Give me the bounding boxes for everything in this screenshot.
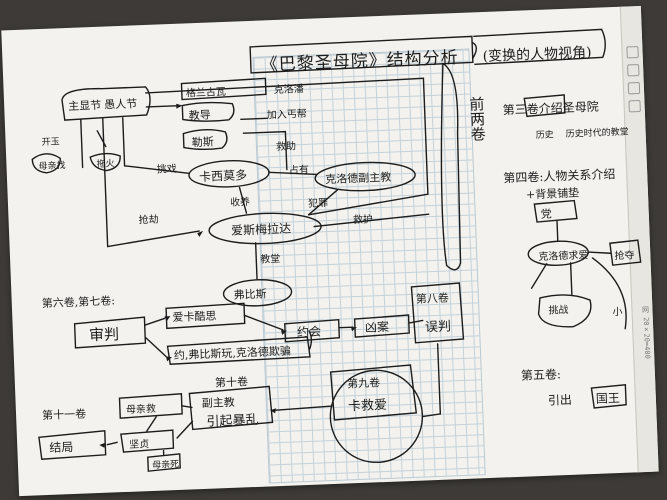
node-guowang: 国王 — [595, 390, 621, 406]
node-muqinsi: 母亲死 — [151, 459, 180, 471]
node-fuzhu: 副主教 — [201, 395, 235, 411]
label-juan8: 第八卷 — [415, 291, 450, 306]
label-juan10: 第十卷 — [214, 375, 249, 390]
label-xian: 挑战 — [548, 304, 569, 317]
label-ms1: 历史 — [535, 130, 554, 142]
box-main — [61, 86, 151, 121]
node-yuren: 愚人节 — [103, 97, 138, 112]
label-juan5b: 引出 — [547, 392, 573, 408]
node-shenpan: 审判 — [88, 325, 120, 345]
label-ke: 克洛德求爱 — [538, 250, 589, 264]
label-fanzui: 犯罪 — [307, 198, 329, 210]
node-zhuxian: 主显节 — [68, 98, 102, 113]
node-muqinjiu: 母亲救 — [125, 403, 157, 416]
label-chu: 小 — [612, 306, 623, 319]
subtitle-box — [473, 28, 606, 65]
box-kajiu — [329, 364, 418, 421]
ellipse-gelaode — [314, 161, 416, 192]
node-kajiu: 卡救爱 — [347, 397, 388, 415]
label-jiaotang: 教堂 — [260, 253, 281, 266]
box-jieju — [38, 430, 107, 460]
node-xiongan: 凶案 — [364, 319, 390, 335]
ellipse-fubisi — [222, 279, 293, 307]
label-juan9: 第九卷 — [346, 376, 381, 391]
box-wupan — [410, 282, 465, 344]
label-juan11: 第十一卷 — [41, 407, 87, 423]
label-juan5: 第五卷: — [520, 367, 562, 383]
label-ms2: 历史时代的教堂 — [565, 127, 629, 140]
box-shenpan — [73, 316, 147, 349]
node-muqin: 母亲找 — [38, 161, 66, 173]
label-juan4b: +背景铺垫 — [525, 186, 580, 202]
node-aisi: 爱斯梅拉达 — [230, 221, 292, 238]
bracket-right — [440, 62, 462, 271]
label-tiaoxi: 挑戏 — [156, 163, 177, 176]
node-kesuo: 克洛潘 — [273, 83, 304, 97]
label-jiuzhu: 救助 — [275, 141, 297, 153]
node-wupan: 误判 — [424, 319, 452, 336]
node-gelanggu: 格兰古瓦 — [185, 86, 227, 100]
label-xuxi: 救护 — [352, 214, 374, 227]
label-shouyu: 收养 — [229, 197, 251, 209]
node-tuohuo: 拖火 — [96, 159, 115, 170]
label-juan67: 第六卷,第七卷: — [41, 294, 116, 311]
ink-drawing — [31, 28, 642, 472]
label-zhanhe: 占有 — [288, 164, 310, 177]
title-box — [249, 35, 474, 74]
arrow-heads — [99, 103, 357, 448]
label-ch: 抢夺 — [614, 250, 635, 263]
node-gelaode: 克洛德副主教 — [325, 170, 392, 187]
node-leshi: 勒斯 — [191, 135, 214, 150]
label-yusu: 抢劫 — [138, 214, 159, 227]
box-luan — [188, 385, 274, 431]
label-kaiyu: 开玉 — [41, 137, 60, 148]
node-zhuihuang: 爱卡酷思 — [172, 309, 217, 325]
node-fubisi: 弗比斯 — [233, 287, 267, 302]
label-qianliang: 前两卷 — [467, 95, 487, 142]
node-yuehui: 约会 — [296, 324, 322, 340]
notebook-paper: 网 20×20=400 — [1, 5, 659, 497]
node-jiaru: 加入丐帮 — [266, 108, 307, 122]
node-yingaluan: 引起暴乱 — [206, 412, 259, 430]
node-jiaoliao: 教导 — [188, 108, 211, 123]
page-subtitle: (变换的人物视角) — [482, 44, 592, 65]
node-shichou: 结局 — [49, 440, 74, 455]
label-dangzi: 党 — [540, 207, 552, 221]
node-kaxi: 卡西莫多 — [198, 168, 248, 184]
node-jianzhen: 坚贞 — [129, 439, 150, 451]
